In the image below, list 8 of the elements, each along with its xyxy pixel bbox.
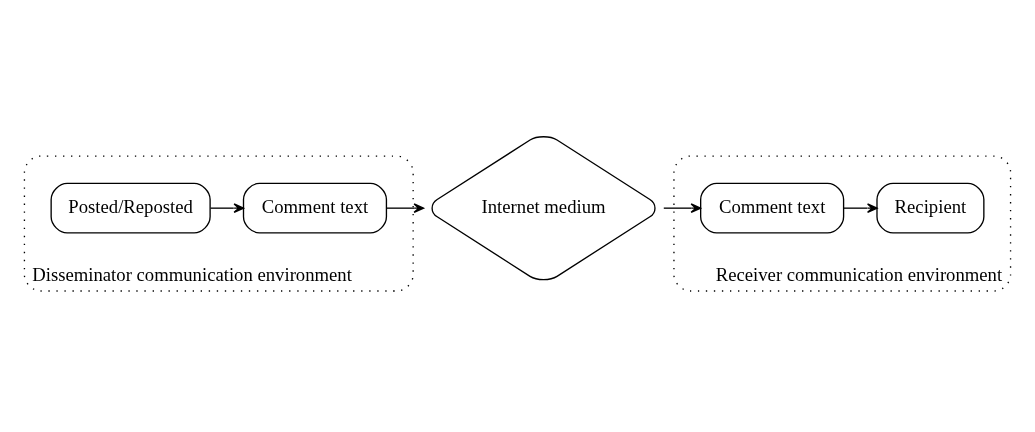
node-box: Comment text bbox=[700, 182, 845, 234]
arrow bbox=[663, 202, 702, 213]
arrow bbox=[209, 202, 245, 213]
node-box: Comment text bbox=[242, 182, 388, 234]
node-box: Posted/Reposted bbox=[50, 182, 211, 234]
arrow bbox=[843, 202, 878, 213]
node-box: Recipient bbox=[876, 182, 985, 234]
arrow bbox=[385, 202, 425, 213]
